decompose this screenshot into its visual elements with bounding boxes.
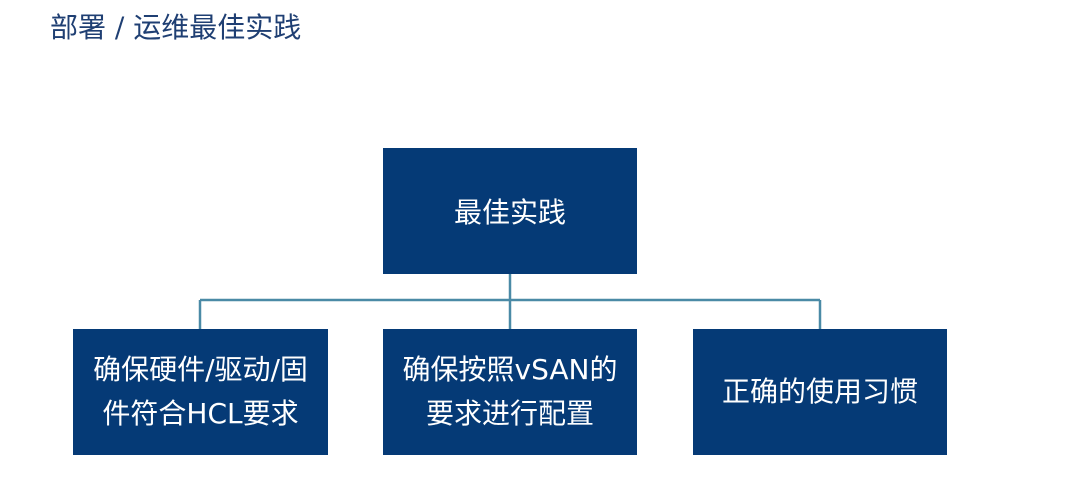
child-node-label-line: 件符合HCL要求 [102,397,299,430]
child-node-hardware-hcl: 确保硬件/驱动/固 件符合HCL要求 [73,329,328,455]
root-node: 最佳实践 [383,148,637,274]
child-node-label-line: 确保硬件/驱动/固 [93,353,308,386]
child-node-label-line: 确保按照vSAN的 [402,353,618,386]
child-node-vsan-config: 确保按照vSAN的 要求进行配置 [383,329,637,455]
child-node-label-line: 要求进行配置 [425,397,594,430]
child-node-label-line: 正确的使用习惯 [721,375,918,408]
child-node-usage-habits: 正确的使用习惯 [693,329,947,455]
page-title: 部署 / 运维最佳实践 [50,11,302,44]
root-node-label: 最佳实践 [453,196,566,229]
